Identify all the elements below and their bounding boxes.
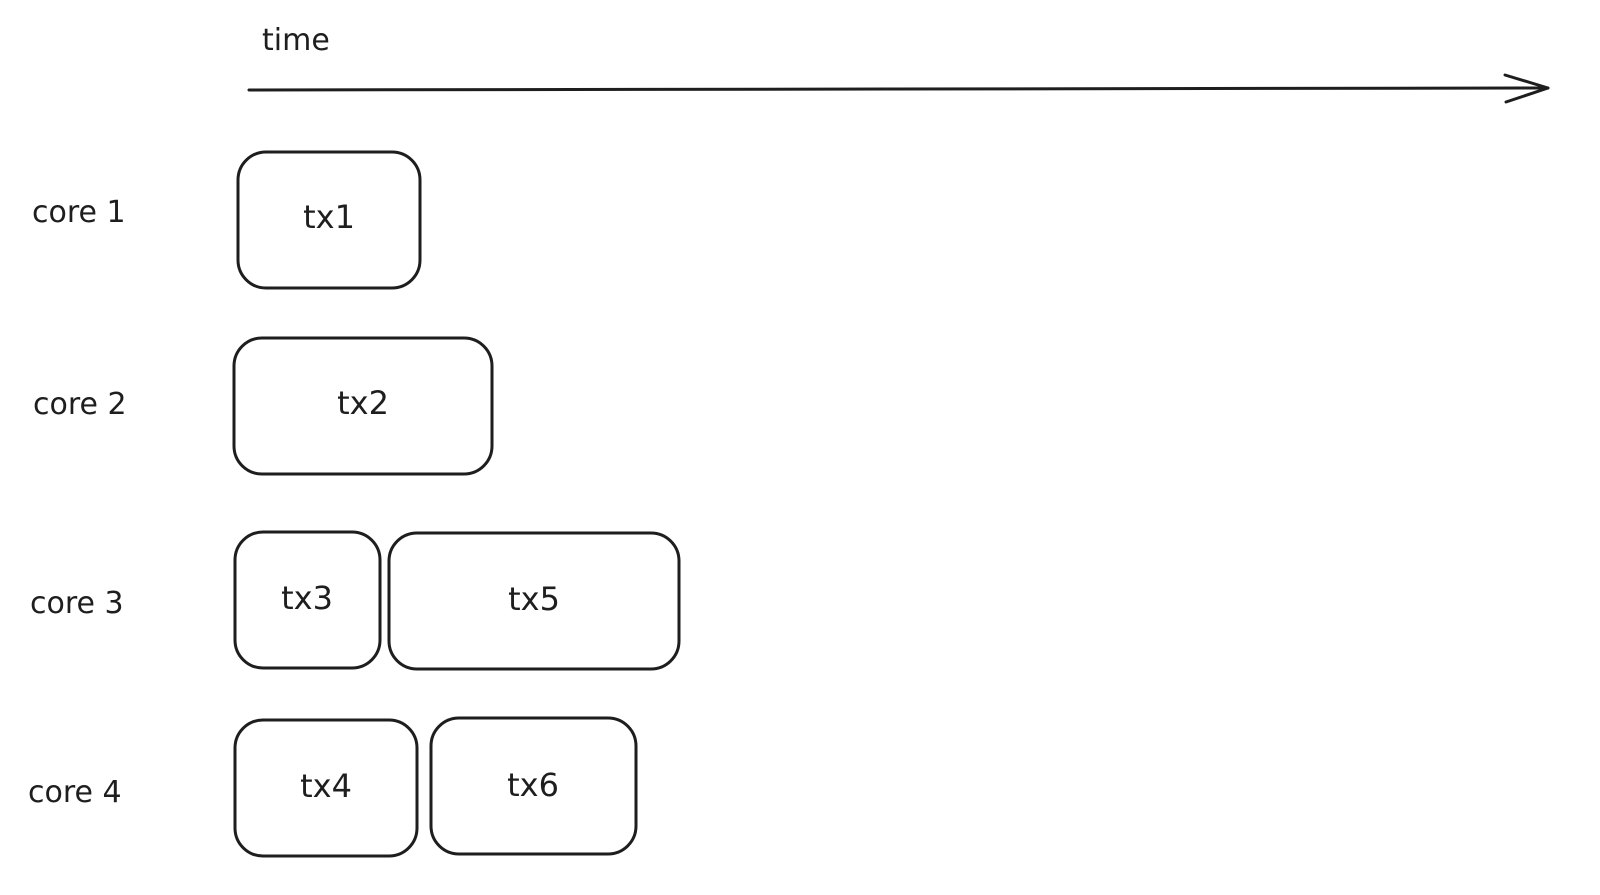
core-row-2: core 2 tx2	[33, 336, 494, 476]
core-label: core 1	[32, 195, 126, 230]
transaction-label: tx6	[507, 766, 559, 804]
transaction-box-border	[233, 718, 419, 858]
transaction-label: tx5	[508, 580, 560, 618]
transaction-box: tx2	[232, 336, 494, 476]
transaction-box: tx5	[387, 531, 681, 671]
transaction-box-border	[429, 716, 638, 856]
transaction-box-border	[387, 531, 681, 671]
core-row-1: core 1 tx1	[32, 150, 422, 290]
transaction-box-border	[232, 336, 494, 476]
time-axis-label: time	[262, 23, 330, 58]
time-axis-line	[247, 86, 1550, 92]
transaction-label: tx1	[303, 198, 355, 236]
core-label: core 4	[28, 775, 122, 810]
transaction-label: tx4	[300, 767, 352, 805]
core-row-4: core 4 tx4 tx6	[28, 716, 638, 858]
core-label: core 3	[30, 586, 124, 621]
core-row-3: core 3 tx3 tx5	[30, 530, 681, 671]
transaction-box-border	[233, 530, 382, 670]
transaction-box: tx6	[429, 716, 638, 856]
transaction-box: tx1	[236, 150, 422, 290]
transaction-box-border	[236, 150, 422, 290]
transaction-label: tx2	[337, 384, 389, 422]
transaction-box: tx4	[233, 718, 419, 858]
transaction-box: tx3	[233, 530, 382, 670]
core-label: core 2	[33, 387, 127, 422]
transaction-label: tx3	[281, 579, 333, 617]
time-axis: time	[247, 23, 1550, 104]
time-axis-arrowhead-icon	[1503, 73, 1550, 104]
